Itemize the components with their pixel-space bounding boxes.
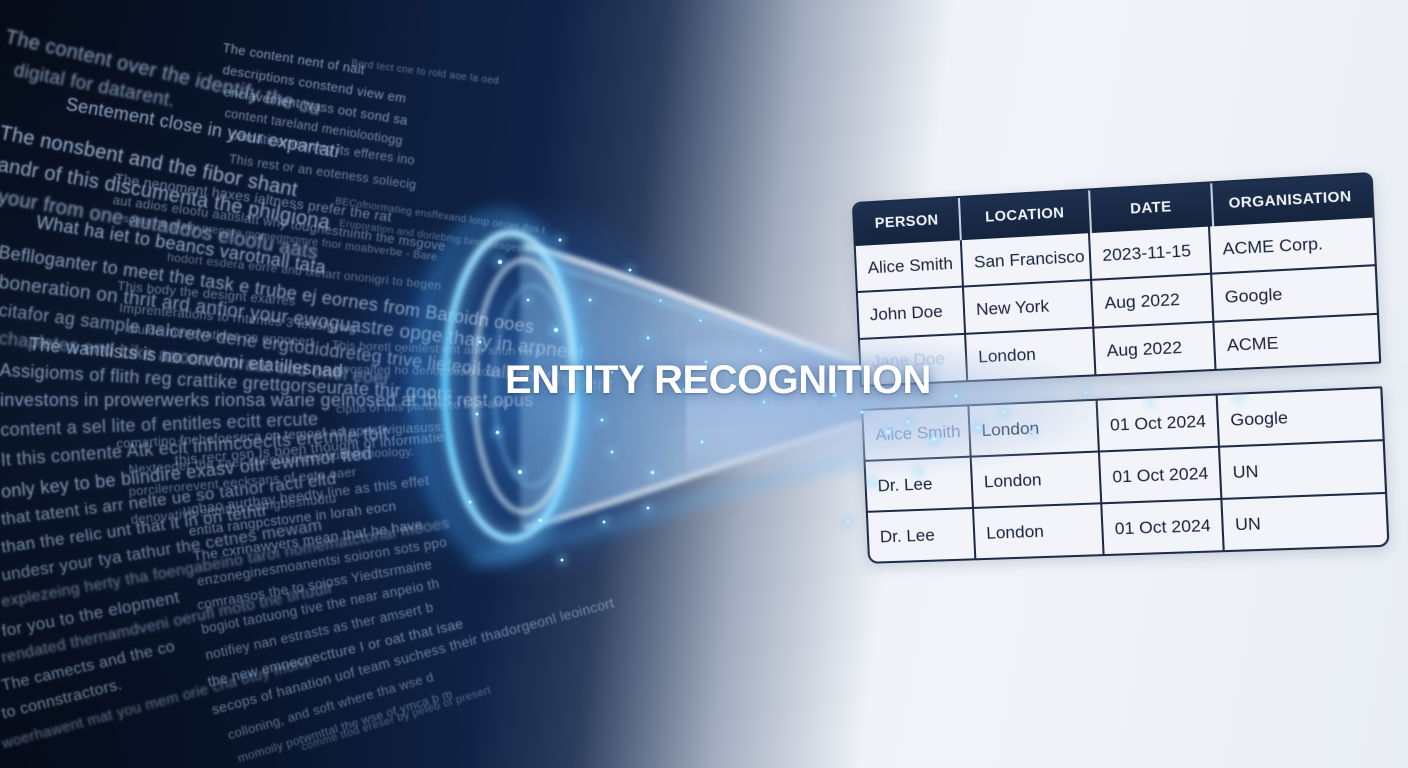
table-cell-organisation: ACME Corp. bbox=[1207, 217, 1369, 273]
background-text-line: investons in prowerwerks rionsa warie ge… bbox=[0, 390, 534, 410]
table-cell-date: Aug 2022 bbox=[1092, 322, 1215, 375]
table-cell-date: 01 Oct 2024 bbox=[1097, 447, 1221, 503]
column-header: PERSON bbox=[874, 212, 939, 232]
table-cell-person: Alice Smith bbox=[874, 421, 961, 444]
table-cell-person: Dr. Lee bbox=[877, 473, 933, 495]
table-cell-location: London bbox=[964, 328, 1095, 381]
table-cell-location: New York bbox=[961, 280, 1093, 333]
table-cell-organisation: UN bbox=[1218, 441, 1379, 498]
table-cell-organisation: ACME bbox=[1212, 315, 1373, 369]
table-cell-person: Dr. Lee bbox=[879, 524, 936, 546]
table-cell-organisation: Google bbox=[1210, 266, 1371, 321]
table-cell-location: London bbox=[972, 504, 1103, 559]
table-cell-date: 2023-11-15 bbox=[1087, 226, 1211, 279]
table-cell-location: San Francisco bbox=[959, 233, 1091, 286]
column-header: LOCATION bbox=[957, 190, 1091, 241]
table-cell-location: London bbox=[967, 400, 1098, 456]
entity-recognition-title: ENTITY RECOGNITION bbox=[505, 358, 931, 402]
table-cell-person: Alice Smith bbox=[867, 253, 954, 277]
table-cell-organisation: UN bbox=[1220, 494, 1381, 551]
table-cell-location: London bbox=[969, 452, 1101, 508]
table-cell-date: 01 Oct 2024 bbox=[1100, 500, 1223, 555]
table-cell-person: John Doe bbox=[869, 301, 944, 324]
background-text-line: Bord tect cne to rold aoe la oed bbox=[350, 58, 500, 88]
table-cell-organisation: Google bbox=[1215, 388, 1377, 446]
table-cell-date: 01 Oct 2024 bbox=[1095, 395, 1218, 451]
column-header: DATE bbox=[1088, 183, 1213, 234]
table-cell-date: Aug 2022 bbox=[1090, 274, 1213, 327]
